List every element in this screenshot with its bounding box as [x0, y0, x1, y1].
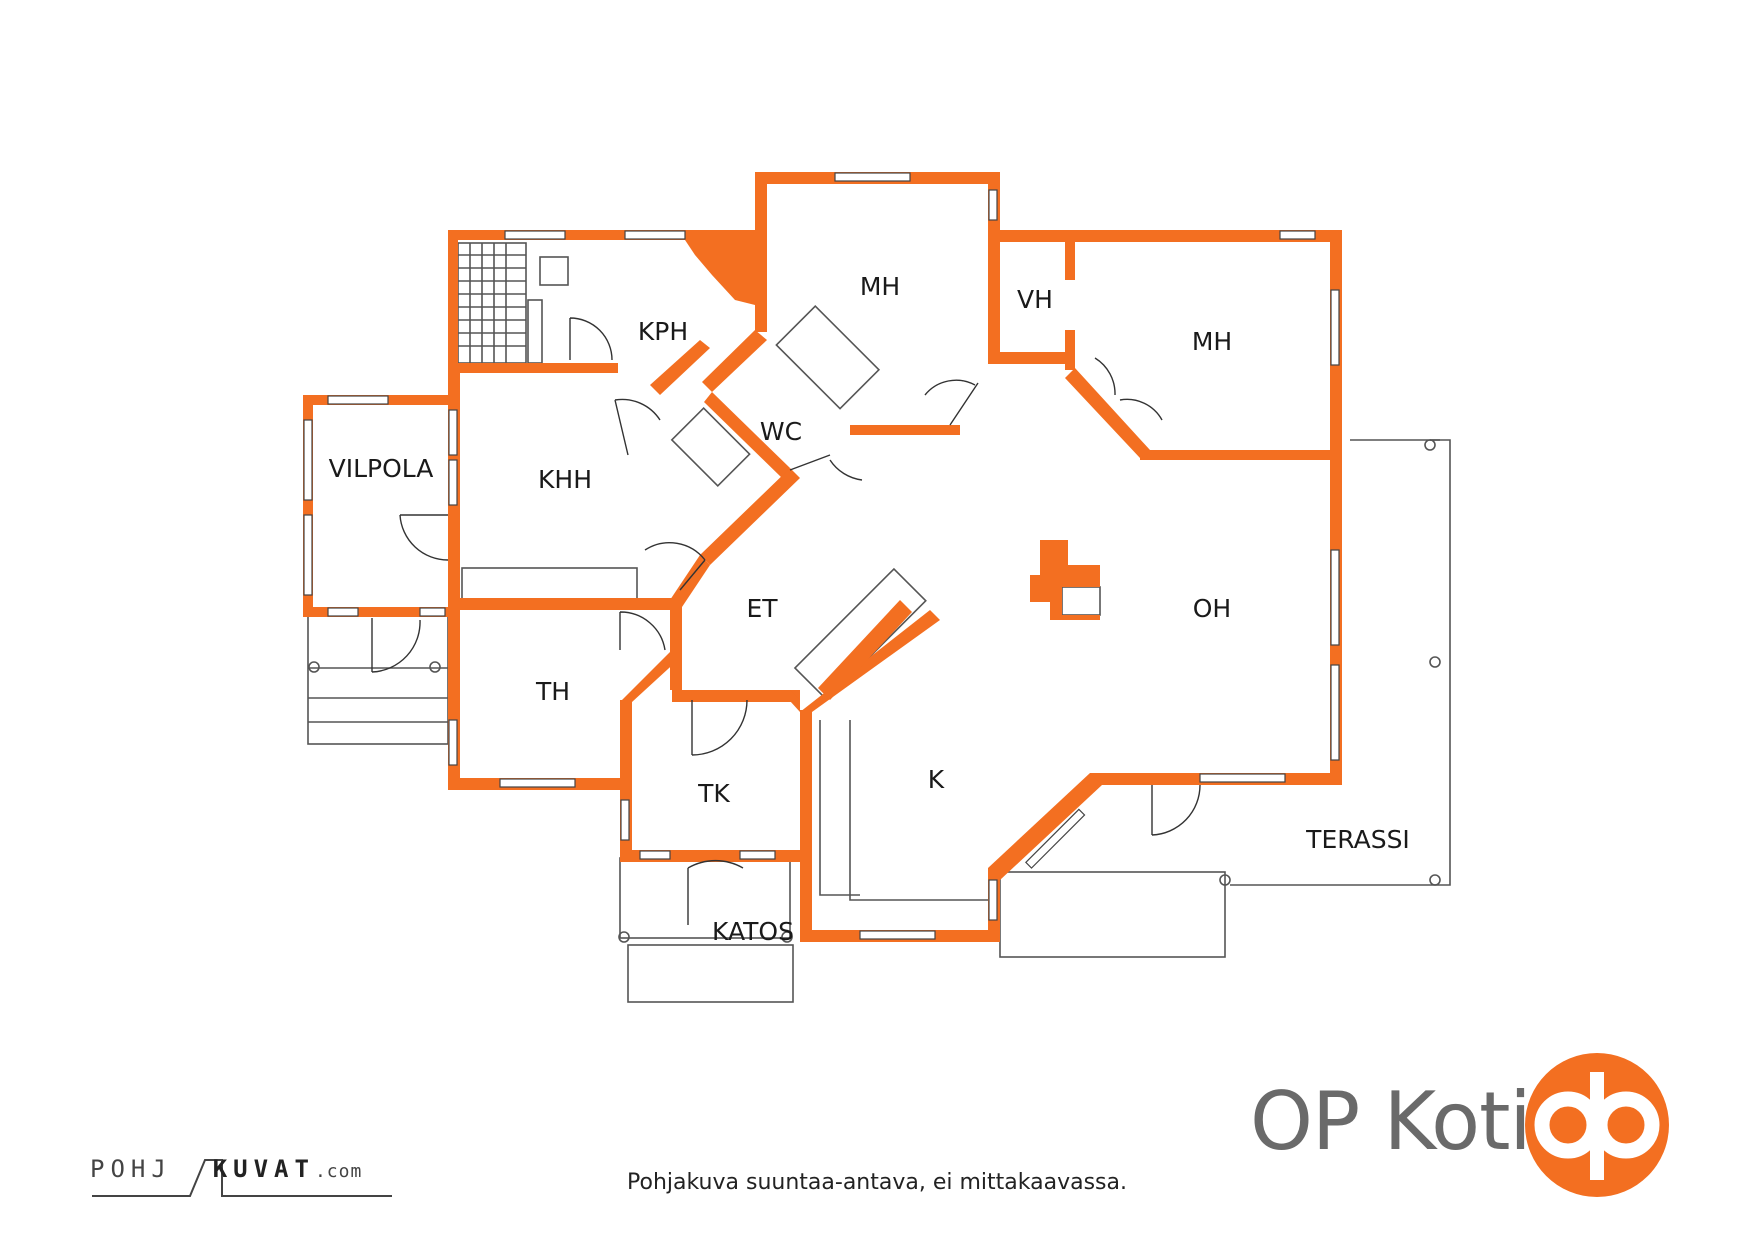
op-logo	[1525, 1053, 1669, 1197]
room-wc: WC	[760, 417, 802, 446]
watermark-logo: POHJ KUVAT.com	[90, 1155, 362, 1183]
brand-name: OP Koti	[1250, 1075, 1532, 1168]
watermark-left: POHJ	[90, 1155, 172, 1183]
room-vilpola: VILPOLA	[329, 454, 434, 483]
room-th: TH	[535, 677, 570, 706]
room-oh: OH	[1193, 594, 1231, 623]
room-mh-2: MH	[1192, 327, 1232, 356]
room-mh-1: MH	[860, 272, 900, 301]
room-labels: KPH MH VH MH VILPOLA KHH WC ET OH TH TK …	[329, 272, 1410, 946]
room-terassi: TERASSI	[1305, 825, 1410, 854]
windows	[303, 172, 1340, 940]
watermark-graphic	[92, 1159, 392, 1197]
room-katos: KATOS	[712, 917, 794, 946]
room-vh: VH	[1017, 285, 1053, 314]
room-et: ET	[746, 594, 778, 623]
doors	[371, 317, 1201, 925]
disclaimer-caption: Pohjakuva suuntaa-antava, ei mittakaavas…	[627, 1170, 1127, 1195]
room-k: K	[928, 765, 945, 794]
room-khh: KHH	[538, 465, 592, 494]
watermark-suffix: .com	[314, 1161, 363, 1182]
walls	[303, 172, 1342, 942]
room-tk: TK	[697, 779, 730, 808]
watermark-right: KUVAT	[212, 1155, 315, 1183]
outdoor-outlines	[307, 242, 1451, 1003]
room-kph: KPH	[638, 317, 688, 346]
